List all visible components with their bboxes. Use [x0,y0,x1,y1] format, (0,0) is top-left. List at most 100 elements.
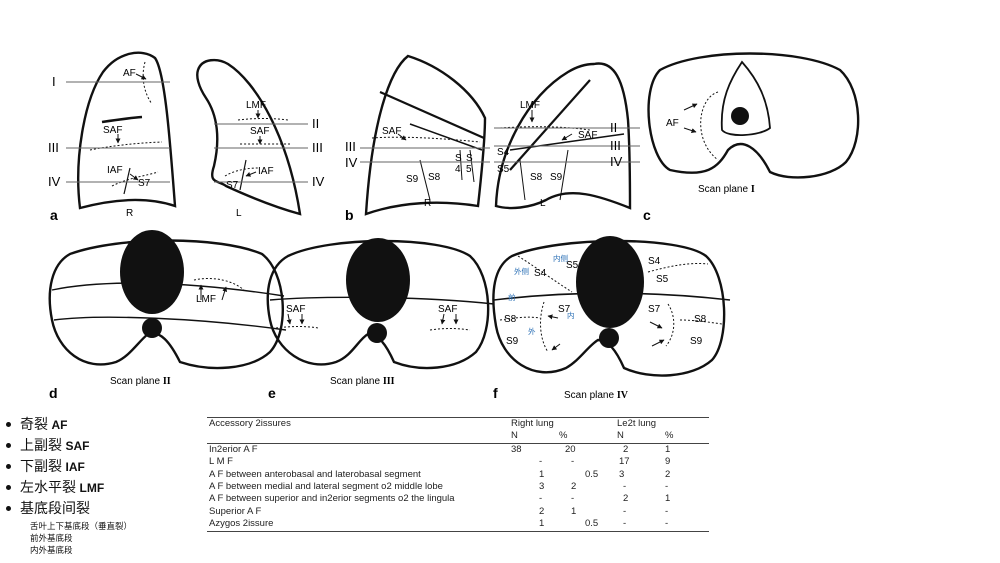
bullet-item: 左水平裂 LMF [4,478,204,499]
left-lung-outline [196,58,302,216]
svg-text:S7: S7 [226,180,239,191]
table-header-row: Accessory 2issures Right lung Le2t lung [207,417,709,431]
panel-letter: c [643,207,651,223]
svg-text:III: III [48,140,59,155]
svg-text:AF: AF [123,68,136,79]
panel-letter: d [49,385,58,400]
svg-text:5: 5 [466,164,472,175]
table-subheader-row: N % N % [207,430,709,444]
scan-plane-caption: Scan plane [564,390,617,400]
svg-text:S4: S4 [497,147,510,158]
svg-text:S8: S8 [694,314,707,325]
svg-text:II: II [312,116,319,131]
chest-outline [48,239,284,370]
panel-letter: f [493,385,498,400]
table-header: Right lung [509,417,615,431]
svg-text:R: R [126,208,133,219]
svg-text:S: S [455,153,462,164]
panel-letter: b [345,207,354,223]
svg-text:AF: AF [666,118,679,129]
right-lung-outline [77,51,177,210]
svg-text:内侧: 内侧 [553,253,568,263]
svg-text:R: R [424,198,431,209]
svg-text:II: II [610,120,617,135]
panel-c: AF c Scan plane I [643,52,860,223]
table-subheader: % [663,430,709,444]
svg-text:S5: S5 [656,274,669,285]
bullet-dot-icon [6,422,11,428]
svg-text:4: 4 [455,164,461,175]
bullet-item: 奇裂 AF [4,415,204,436]
bullet-item: 基底段间裂 [4,499,204,520]
svg-text:I: I [52,74,56,89]
panel-letter: a [50,207,58,223]
svg-text:S9: S9 [690,336,703,347]
bullet-item: 下副裂 IAF [4,457,204,478]
svg-text:LMF: LMF [520,100,540,111]
table-subheader: N [509,430,557,444]
svg-text:SAF: SAF [578,130,597,141]
svg-text:L: L [236,208,242,219]
svg-text:Scan plane III: Scan plane III [330,376,395,387]
left-lung-outline [494,62,632,210]
accessory-fissures-table: Accessory 2issures Right lung Le2t lung … [207,417,709,532]
svg-text:SAF: SAF [103,125,122,136]
svg-text:IV: IV [610,154,623,169]
svg-text:S5: S5 [566,260,579,271]
bullet-dot-icon [6,485,11,491]
table-subheader: N [615,430,663,444]
chest-outline [492,239,726,377]
svg-text:IAF: IAF [258,166,274,177]
chest-outline [647,52,860,179]
panel-b: b III IV II III IV SAF S9 S8 S 4 S 5 LMF… [345,54,640,223]
svg-text:III: III [345,139,356,154]
svg-text:S5: S5 [497,164,510,175]
sub-bullet-item: 内外基底段 [30,545,73,555]
svg-text:III: III [610,138,621,153]
bullet-dot-icon [6,464,11,470]
sub-bullet-item: 舌叶上下基底段（垂直裂） [30,521,133,531]
svg-text:S9: S9 [550,172,563,183]
svg-text:Scan plane IV: Scan plane IV [564,390,629,400]
svg-text:IV: IV [48,174,61,189]
svg-text:IAF: IAF [107,165,123,176]
panel-letter: e [268,385,276,400]
panel-a: a I III IV II III IV AF SAF IAF S7 LMF S… [48,51,325,223]
scan-plane-caption: Scan plane [698,184,751,195]
svg-text:L: L [540,198,546,209]
svg-text:S8: S8 [504,314,517,325]
svg-text:Scan plane I: Scan plane I [698,184,755,195]
fissure-bullet-list: 奇裂 AF 上副裂 SAF 下副裂 IAF 左水平裂 LMF 基底段间裂 舌叶上… [4,415,204,556]
svg-text:前: 前 [508,292,516,302]
figure-panels: a I III IV II III IV AF SAF IAF S7 LMF S… [48,51,860,400]
table-header: Accessory 2issures [207,417,509,431]
svg-text:SAF: SAF [382,126,401,137]
panel-e: SAF SAF e Scan plane III [266,238,495,400]
scan-plane-caption: Scan plane [330,376,383,387]
bullet-item: 上副裂 SAF [4,436,204,457]
svg-text:LMF: LMF [246,100,266,111]
chest-outline [266,239,490,370]
svg-text:S7: S7 [648,304,661,315]
panel-f: S5 S4 S4 S5 S7 S7 S8 S8 S9 S9 内侧 外侧 前 内 … [492,236,731,400]
svg-text:IV: IV [312,174,325,189]
table-row: A F between anterobasal and laterobasal … [209,468,671,480]
table-row: A F between medial and lateral segment o… [209,481,669,493]
table-row: A F between superior and in2erior segmen… [209,493,671,505]
right-lung-outline [364,54,487,216]
scan-plane-caption: Scan plane [110,376,163,387]
sub-bullet-item: 前外基底段 [30,533,73,543]
svg-text:IV: IV [345,155,358,170]
table-header: Le2t lung [615,417,709,431]
svg-text:S: S [466,153,473,164]
bullet-dot-icon [6,506,11,512]
bullet-dot-icon [6,443,11,449]
svg-text:S9: S9 [406,174,419,185]
table-subheader: % [557,430,615,444]
svg-text:内: 内 [567,310,575,320]
svg-text:SAF: SAF [286,304,305,315]
